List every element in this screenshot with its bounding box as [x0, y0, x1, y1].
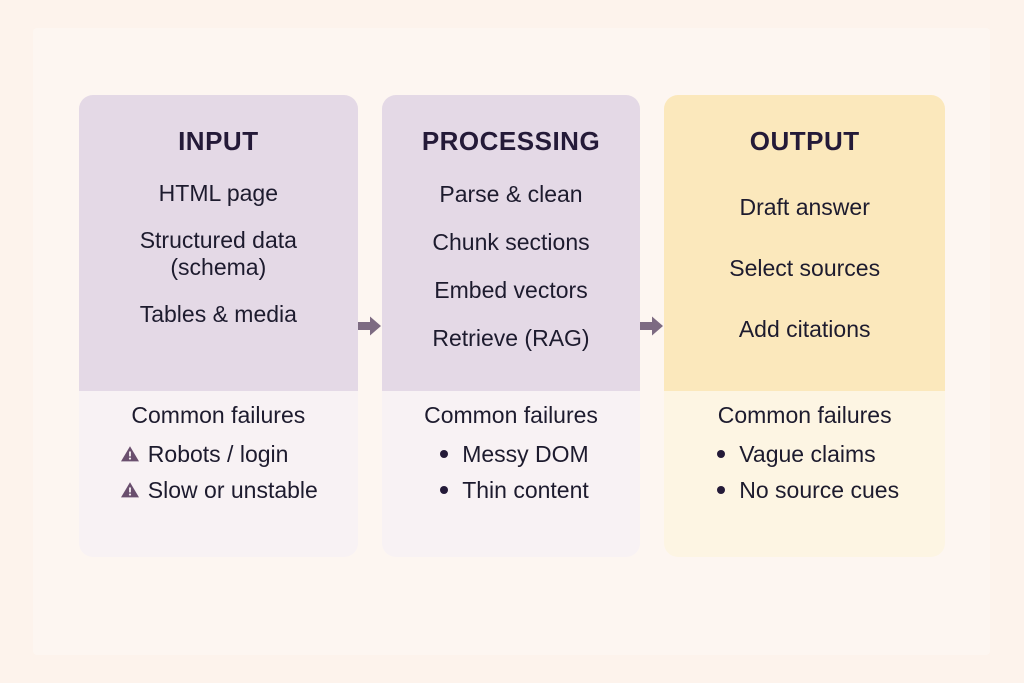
- stage-processing-main: PROCESSING Parse & clean Chunk sections …: [381, 95, 641, 391]
- stage-output-main: OUTPUT Draft answer Select sources Add c…: [664, 95, 945, 391]
- stage-input-failures: Common failures Robots / login: [79, 391, 358, 557]
- stage-output-step-list: Draft answer Select sources Add citation…: [678, 160, 931, 343]
- stage-input-failure-list: Robots / login Slow or unstable: [119, 440, 318, 512]
- step-item: Parse & clean: [439, 180, 583, 207]
- stage-output-failure-list: Vague claims No source cues: [710, 440, 899, 512]
- bullet-dot-icon: [433, 486, 455, 495]
- step-item: Select sources: [729, 254, 881, 281]
- failure-item: No source cues: [710, 476, 899, 504]
- stage-output-failures: Common failures Vague claims No source c…: [664, 391, 945, 557]
- failure-item: Vague claims: [710, 440, 876, 468]
- stage-processing-step-list: Parse & clean Chunk sections Embed vecto…: [396, 160, 627, 353]
- stage-processing-failure-list: Messy DOM Thin content: [433, 440, 589, 512]
- failures-heading: Common failures: [424, 402, 598, 428]
- failure-item: Slow or unstable: [119, 476, 318, 504]
- stage-card-processing: PROCESSING Parse & clean Chunk sections …: [381, 95, 641, 557]
- stage-input-main: INPUT HTML page Structured data (schema)…: [79, 95, 358, 391]
- stage-processing-title: PROCESSING: [421, 126, 601, 156]
- bullet-dot-icon: [710, 450, 732, 459]
- failure-item: Robots / login: [119, 440, 289, 468]
- stage-input-step-list: HTML page Structured data (schema) Table…: [93, 160, 344, 329]
- step-item: Draft answer: [739, 193, 870, 220]
- warning-triangle-icon: [119, 445, 141, 463]
- bullet-dot-icon: [433, 450, 455, 459]
- stage-input-title: INPUT: [178, 126, 259, 156]
- failures-heading: Common failures: [717, 402, 892, 428]
- failures-heading: Common failures: [131, 402, 306, 428]
- failure-label: Vague claims: [739, 441, 876, 468]
- step-item: Retrieve (RAG): [432, 324, 590, 351]
- step-item: Tables & media: [139, 300, 297, 327]
- pipeline-flow: INPUT HTML page Structured data (schema)…: [79, 95, 945, 557]
- failure-label: Robots / login: [147, 441, 289, 468]
- failure-label: No source cues: [739, 477, 900, 504]
- step-item: Embed vectors: [434, 276, 588, 303]
- arrow-processing-to-output: [640, 95, 664, 557]
- failure-item: Thin content: [433, 476, 589, 504]
- arrow-input-to-processing: [357, 95, 382, 557]
- failure-label: Slow or unstable: [147, 477, 318, 504]
- stage-card-output: OUTPUT Draft answer Select sources Add c…: [664, 95, 945, 557]
- stage-card-input: INPUT HTML page Structured data (schema)…: [79, 95, 358, 557]
- failure-label: Thin content: [462, 477, 589, 504]
- stage-processing-failures: Common failures Messy DOM Thin content: [381, 391, 641, 557]
- step-item: Chunk sections: [432, 228, 590, 255]
- failure-item: Messy DOM: [433, 440, 589, 468]
- step-item: Add citations: [738, 315, 871, 342]
- stage-output-title: OUTPUT: [749, 126, 860, 156]
- failure-label: Messy DOM: [462, 441, 589, 468]
- step-item: HTML page: [158, 179, 278, 206]
- step-item: Structured data (schema): [139, 226, 297, 280]
- bullet-dot-icon: [710, 486, 732, 495]
- warning-triangle-icon: [119, 481, 141, 499]
